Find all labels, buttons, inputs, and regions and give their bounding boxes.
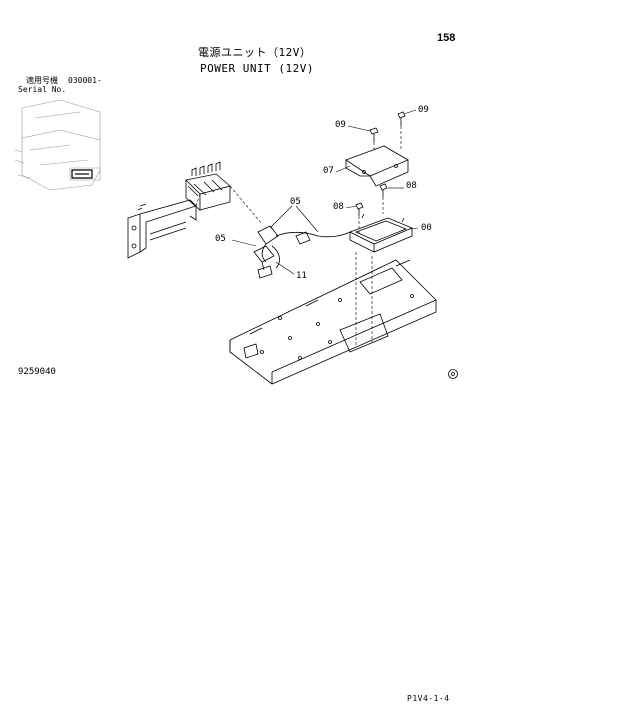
sheet-code: P1V4-1-4 bbox=[407, 694, 450, 703]
page-title-jp: 電源ユニット（12V） bbox=[198, 46, 312, 59]
callout-00: 00 bbox=[421, 223, 432, 233]
machine-thumbnail bbox=[14, 99, 101, 191]
serial-range: 030001- bbox=[68, 76, 102, 85]
stamp-mark-icon bbox=[448, 369, 458, 379]
serial-label-jp: 適用号機 bbox=[26, 76, 58, 85]
drawing-reference: 9259040 bbox=[18, 367, 56, 377]
power-unit bbox=[348, 213, 414, 253]
bolt-08-a bbox=[355, 202, 364, 216]
callout-09-b: 09 bbox=[418, 105, 429, 115]
callout-08-b: 08 bbox=[406, 181, 417, 191]
page-number: 158 bbox=[437, 32, 456, 44]
assembly-lines bbox=[195, 126, 402, 345]
machine-thumbnail-highlight bbox=[71, 169, 93, 179]
page-title-en: POWER UNIT (12V) bbox=[200, 62, 314, 75]
bolt-08-b bbox=[379, 183, 388, 197]
mounting-bracket bbox=[127, 199, 197, 259]
bolt-09-a bbox=[369, 127, 379, 142]
callout-07: 07 bbox=[323, 166, 334, 176]
harness-connectors bbox=[253, 225, 351, 279]
bolt-09-b bbox=[397, 111, 406, 126]
callout-08-a: 08 bbox=[333, 202, 344, 212]
callout-05-b: 05 bbox=[215, 234, 226, 244]
callout-05-a: 05 bbox=[290, 197, 301, 207]
callout-09-a: 09 bbox=[335, 120, 346, 130]
serial-label-en: Serial No. bbox=[18, 85, 67, 94]
floor-plate bbox=[229, 259, 437, 385]
bracket-cover bbox=[345, 145, 409, 187]
callout-11: 11 bbox=[296, 271, 307, 281]
leader-lines bbox=[231, 109, 419, 275]
